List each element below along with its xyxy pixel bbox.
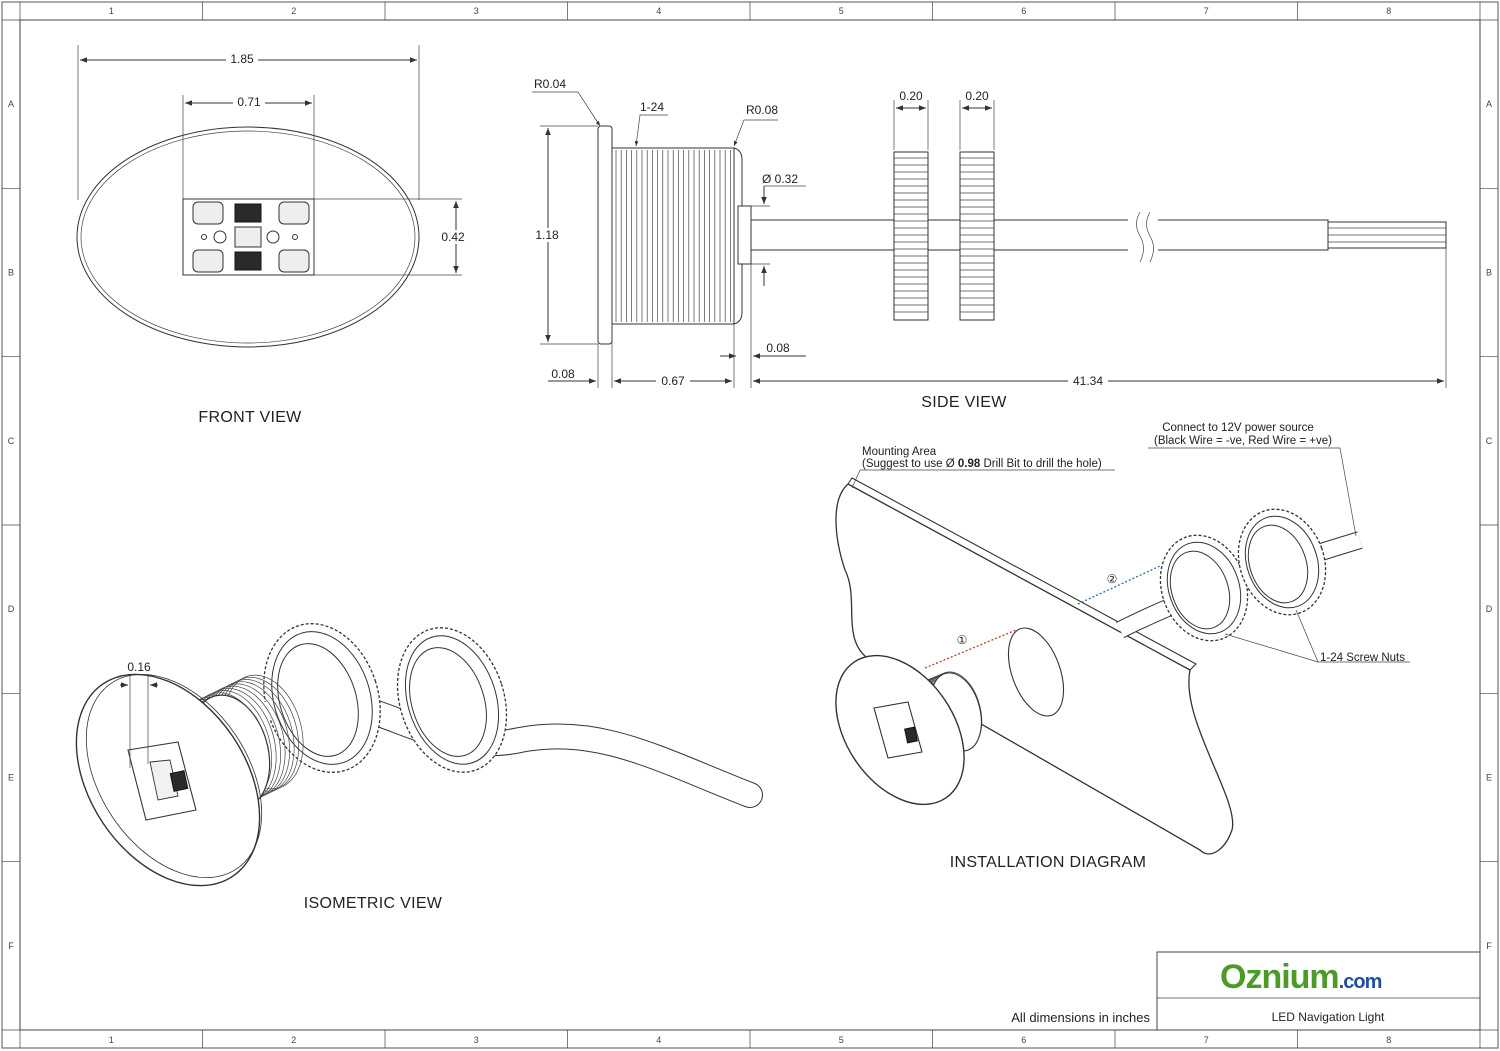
grid-col-top-2: 2 [291, 6, 296, 16]
product-name: LED Navigation Light [1272, 1010, 1385, 1024]
grid-col-bottom-4: 4 [656, 1035, 661, 1045]
drill-size: 0.98 [958, 458, 981, 470]
side-radius-flange: R0.04 [534, 77, 566, 91]
side-flange-thickness: 0.08 [551, 367, 575, 381]
screw-nut-1 [893, 151, 929, 321]
cable [750, 219, 1329, 251]
grid-col-bottom-8: 8 [1386, 1035, 1391, 1045]
grid-col-top-7: 7 [1204, 6, 1209, 16]
side-view [532, 91, 1447, 388]
front-view-title: FRONT VIEW [198, 409, 302, 426]
side-nut-width-1: 0.20 [899, 89, 923, 103]
power-note-line-2: (Black Wire = -ve, Red Wire = +ve) [1154, 435, 1332, 447]
grid-col-bottom-5: 5 [839, 1035, 844, 1045]
side-view-title: SIDE VIEW [921, 394, 1007, 411]
step-2-line [1077, 565, 1161, 605]
grid-row-left-C: C [8, 436, 15, 446]
grid-row-left-E: E [8, 773, 14, 783]
led-bottom [234, 251, 262, 271]
grid-row-right-F: F [1486, 941, 1492, 951]
screw-nuts-label: 1-24 Screw Nuts [1320, 652, 1405, 664]
led-top [234, 203, 262, 223]
grid-col-bottom-1: 1 [109, 1035, 114, 1045]
side-nut-width-2: 0.20 [965, 89, 989, 103]
front-dim-height: 0.42 [441, 230, 465, 244]
title-block [1156, 951, 1481, 1031]
grid-row-left-B: B [8, 268, 14, 278]
grid-col-bottom-3: 3 [474, 1035, 479, 1045]
side-body-length: 0.67 [661, 374, 685, 388]
front-dim-window: 0.71 [237, 95, 261, 109]
grid-row-right-A: A [1486, 99, 1492, 109]
units-note: All dimensions in inches [1011, 1010, 1150, 1025]
grid-col-top-6: 6 [1021, 6, 1026, 16]
side-height: 1.18 [535, 228, 559, 242]
grid-col-bottom-2: 2 [291, 1035, 296, 1045]
front-view [76, 45, 462, 348]
step-2-marker: ② [1107, 572, 1118, 586]
grid-row-right-C: C [1486, 436, 1493, 446]
iso-nut-2 [396, 627, 508, 773]
power-note-line-1: Connect to 12V power source [1162, 422, 1314, 434]
installation-diagram [835, 447, 1410, 855]
mounting-hole [1007, 627, 1065, 717]
grid-col-bottom-6: 6 [1021, 1035, 1026, 1045]
grid-col-top-4: 4 [656, 6, 661, 16]
grid-col-top-3: 3 [474, 6, 479, 16]
installation-title: INSTALLATION DIAGRAM [950, 854, 1147, 871]
grid-row-right-B: B [1486, 268, 1492, 278]
grid-row-left-D: D [8, 604, 15, 614]
install-nut-2 [1237, 508, 1327, 616]
grid-row-markers: A A B B C C D D E E F F [2, 99, 1498, 951]
side-diameter-stem: Ø 0.32 [762, 172, 798, 186]
side-stem-length: 0.08 [766, 341, 790, 355]
front-dim-width: 1.85 [230, 52, 254, 66]
screw-nut-2 [959, 151, 995, 321]
step-1-marker: ① [957, 633, 968, 647]
side-thread: 1-24 [640, 100, 664, 114]
mount-note-line-2: (Suggest to use Ø 0.98 Drill Bit to dril… [862, 458, 1102, 470]
side-radius-body: R0.08 [746, 103, 778, 117]
mount-note-line-1: Mounting Area [862, 446, 937, 458]
stem [737, 205, 752, 265]
grid-col-top-1: 1 [109, 6, 114, 16]
iso-dim-flange: 0.16 [127, 660, 151, 674]
grid-row-right-D: D [1486, 604, 1493, 614]
grid-row-left-F: F [8, 941, 14, 951]
grid-col-top-5: 5 [839, 6, 844, 16]
brand-logo: Oznium.com [1220, 958, 1382, 996]
grid-row-right-E: E [1486, 773, 1492, 783]
isometric-view-title: ISOMETRIC VIEW [304, 895, 443, 912]
grid-column-markers: 1 1 2 2 3 3 4 4 5 5 6 6 7 7 8 8 [109, 2, 1391, 1048]
grid-row-left-A: A [8, 99, 14, 109]
side-cable-length: 41.34 [1073, 374, 1103, 388]
thread-lines [615, 150, 731, 322]
step-1-line [924, 629, 1017, 669]
isometric-view [75, 623, 763, 887]
grid-col-bottom-7: 7 [1204, 1035, 1209, 1045]
grid-col-top-8: 8 [1386, 6, 1391, 16]
